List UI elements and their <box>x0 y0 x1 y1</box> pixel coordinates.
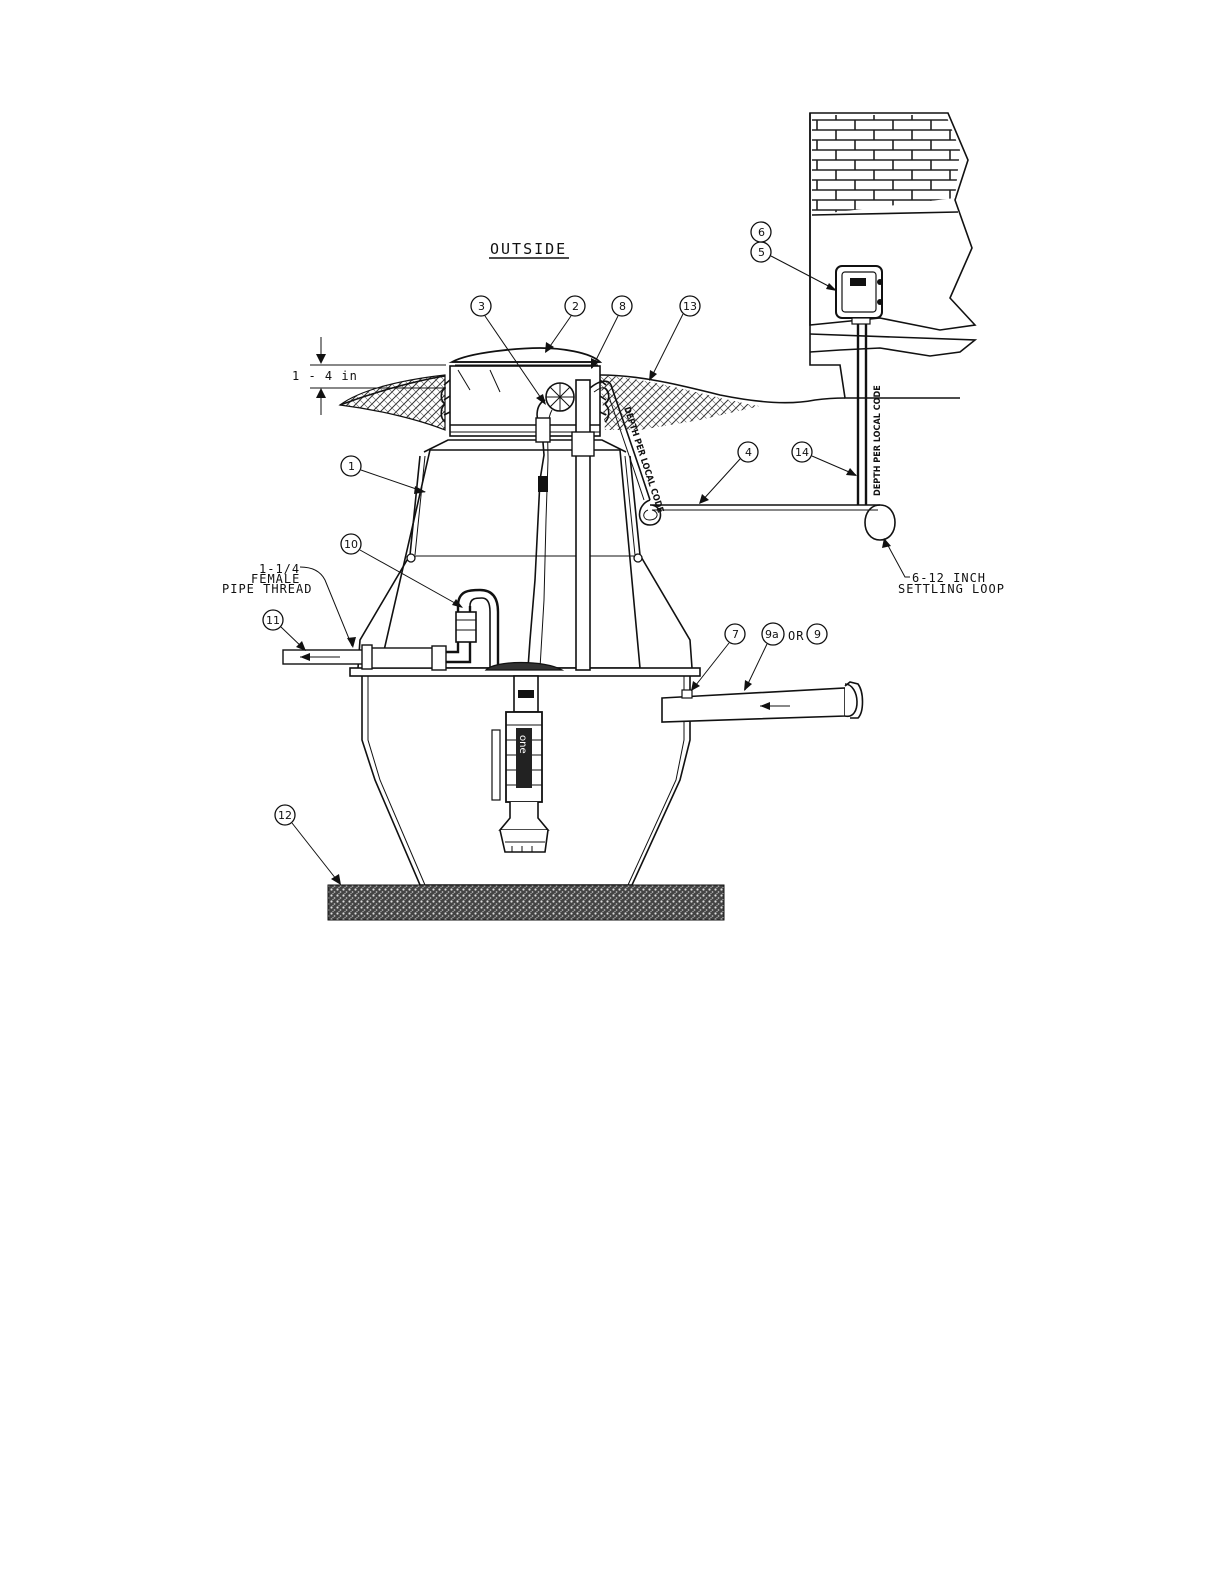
callout-14: 14 <box>792 442 857 476</box>
basin-lid <box>452 348 600 365</box>
svg-text:9: 9 <box>814 628 821 641</box>
svg-text:10: 10 <box>344 538 358 551</box>
svg-text:9a: 9a <box>765 628 779 641</box>
callout-11: 11 <box>263 610 306 651</box>
house-wall <box>810 113 975 398</box>
callout-2: 2 <box>545 296 585 353</box>
gravel-bed <box>328 885 724 920</box>
callout-1: 1 <box>341 456 426 494</box>
svg-text:3: 3 <box>478 300 485 313</box>
discharge-assembly <box>283 590 498 670</box>
callout-9: 9 <box>807 624 827 644</box>
grinder-pump: one <box>486 663 562 853</box>
svg-text:7: 7 <box>732 628 739 641</box>
callout-8: 8 <box>591 296 632 369</box>
svg-text:5: 5 <box>758 246 765 259</box>
svg-text:2: 2 <box>572 300 579 313</box>
callout-9a: 9a <box>744 623 784 691</box>
settling-loop-note: 6-12 INCH SETTLING LOOP <box>882 538 1005 596</box>
svg-text:12: 12 <box>278 809 292 822</box>
settling-loop-line-2: SETTLING LOOP <box>898 582 1005 596</box>
dimension-label: 1 - 4 in <box>292 369 358 383</box>
heading-outside: OUTSIDE <box>490 240 567 258</box>
power-cable <box>640 320 896 540</box>
callout-7: 7 <box>691 624 745 691</box>
control-panel <box>836 266 883 324</box>
svg-text:1: 1 <box>348 460 355 473</box>
svg-text:4: 4 <box>745 446 752 459</box>
callout-13: 13 <box>649 296 700 381</box>
junction-fan <box>546 383 574 411</box>
svg-text:13: 13 <box>683 300 697 313</box>
svg-text:8: 8 <box>619 300 626 313</box>
callout-6: 6 <box>751 222 771 242</box>
or-text: OR <box>788 629 804 643</box>
svg-text:14: 14 <box>795 446 809 459</box>
svg-text:11: 11 <box>266 614 280 627</box>
pipe-thread-line-3: PIPE THREAD <box>222 582 312 596</box>
callout-12: 12 <box>275 805 341 885</box>
svg-text:6: 6 <box>758 226 765 239</box>
depth-label-vertical: DEPTH PER LOCAL CODE <box>873 385 883 496</box>
pump-brand: one <box>517 735 528 754</box>
callout-4: 4 <box>699 442 758 504</box>
